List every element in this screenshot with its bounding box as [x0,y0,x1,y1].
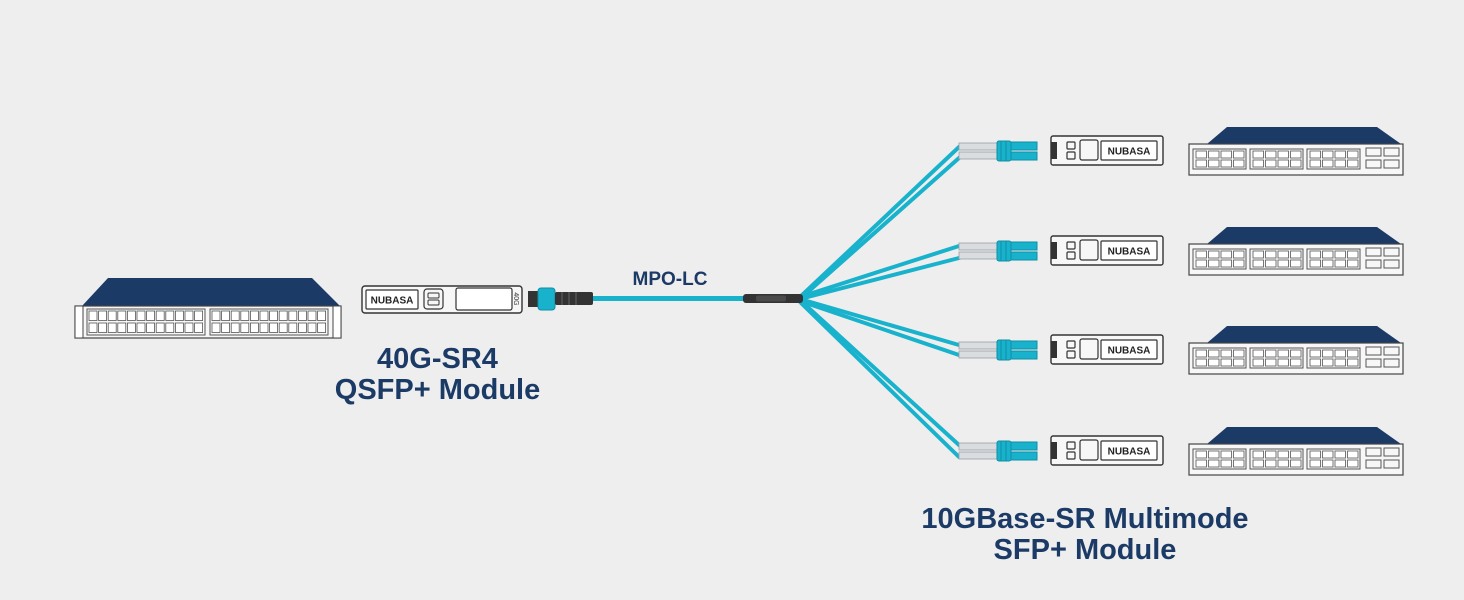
sfp-module-caption: 10GBase-SR Multimode SFP+ Module [880,504,1290,566]
core-switch-48-port [74,278,342,339]
sfp-caption-line-2: SFP+ Module [993,534,1177,566]
cable-type-label: MPO-LC [632,269,708,290]
qsfp-module-caption: 40G-SR4 QSFP+ Module [300,344,575,406]
qsfp-speed-marking: 40G [512,292,519,305]
breakout-fibers [798,145,961,459]
qsfp-caption-line-1: 40G-SR4 [377,343,498,375]
qsfp-plus-module: NUBASA 40G [361,285,523,314]
sfp-caption-line-1: 10GBase-SR Multimode [921,503,1249,535]
branch-2 [958,226,1404,276]
branch-1 [958,126,1404,176]
branch-4 [958,426,1404,476]
breakout-boot [743,294,803,303]
qsfp-caption-line-2: QSFP+ Module [334,374,541,406]
qsfp-brand-label: NUBASA [371,296,414,307]
core-switch-ports [88,310,327,333]
branch-3 [958,325,1404,375]
mpo-connector [528,287,593,311]
